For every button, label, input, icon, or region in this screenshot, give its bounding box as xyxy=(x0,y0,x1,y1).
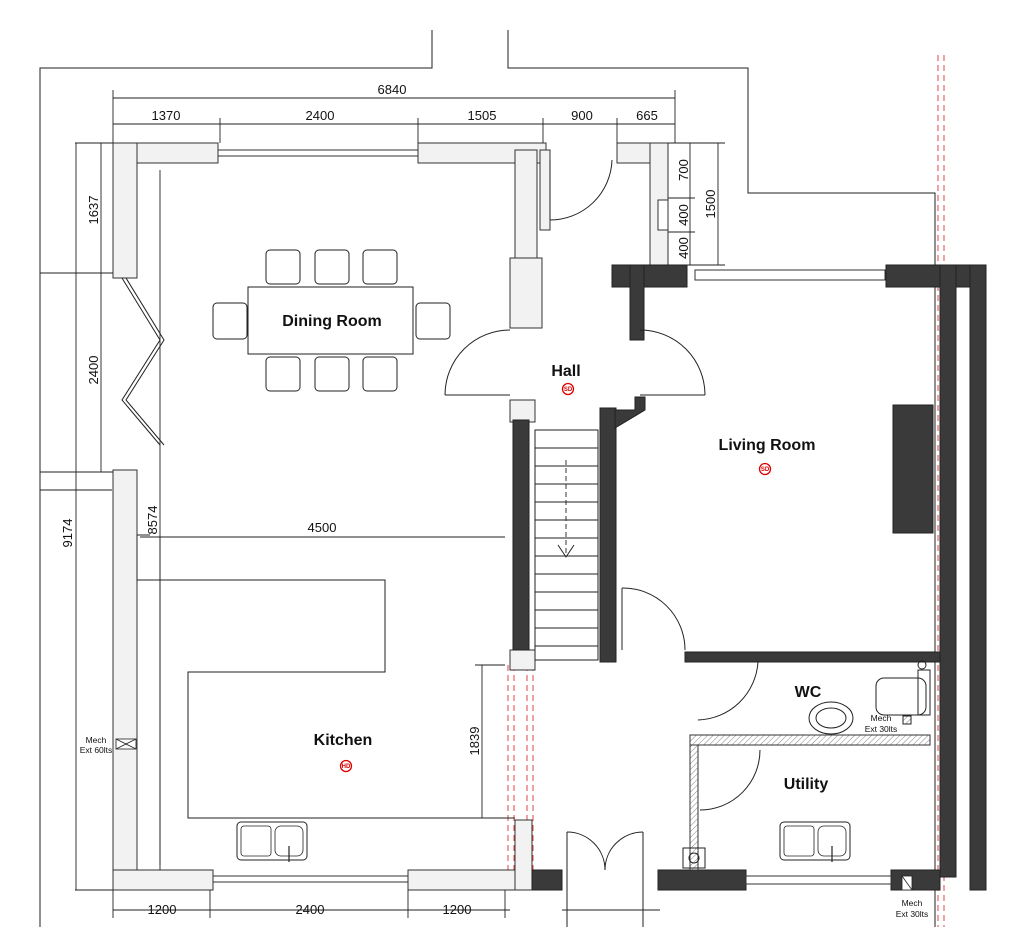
smoke-detector-label: SD xyxy=(761,467,770,473)
smoke-detector-icon: SD xyxy=(758,462,772,476)
dim-top-seg-5: 665 xyxy=(636,108,658,123)
extension-walls xyxy=(112,142,669,891)
dim-overall-width: 6840 xyxy=(378,82,407,97)
room-label-hall: Hall xyxy=(551,363,580,380)
dining-furniture xyxy=(212,249,451,392)
room-label-dining: Dining Room xyxy=(282,313,382,330)
mech-left-line1: Mech xyxy=(86,735,107,745)
dim-left-9174: 9174 xyxy=(60,519,75,548)
dim-left-8574: 8574 xyxy=(145,506,160,535)
dim-right-400b: 400 xyxy=(676,237,691,259)
dim-top-seg-2: 2400 xyxy=(306,108,335,123)
dim-kitchen-width: 4500 xyxy=(308,520,337,535)
room-label-wc: WC xyxy=(795,684,822,701)
mech-wc-line2: Ext 30lts xyxy=(865,724,898,734)
dim-right-1500: 1500 xyxy=(703,190,718,219)
dining-chair xyxy=(314,356,350,392)
dim-right-700: 700 xyxy=(676,159,691,181)
sink-outline xyxy=(779,821,851,861)
utility-sink xyxy=(779,821,851,862)
smoke-detector-label: SD xyxy=(564,387,573,393)
mech-extract-left: Mech Ext 60lts xyxy=(80,735,137,755)
dining-chair xyxy=(362,249,398,285)
dim-island: 1839 xyxy=(467,727,482,756)
mech-left-line2: Ext 60lts xyxy=(80,745,113,755)
mech-right-line1: Mech xyxy=(902,898,923,908)
dim-top-seg-3: 1505 xyxy=(468,108,497,123)
dim-left-2400: 2400 xyxy=(86,356,101,385)
mech-extract-wc: Mech Ext 30lts xyxy=(865,713,898,734)
dining-chair xyxy=(265,249,301,285)
staircase xyxy=(534,429,599,661)
bifold-door xyxy=(121,277,165,446)
sink-drainer xyxy=(783,825,815,857)
smoke-detector-icon: SD xyxy=(561,382,575,396)
mech-extract-right: Mech Ext 30lts xyxy=(896,875,929,919)
room-label-living: Living Room xyxy=(719,437,816,454)
kitchen-units xyxy=(136,534,515,865)
dim-bottom-seg-3: 1200 xyxy=(443,902,472,917)
dining-chair xyxy=(265,356,301,392)
doors xyxy=(444,159,761,927)
wc-fittings xyxy=(682,660,931,869)
dining-chair xyxy=(362,356,398,392)
dim-bottom-seg-1: 1200 xyxy=(148,902,177,917)
dim-top-seg-4: 900 xyxy=(571,108,593,123)
sink-drainer xyxy=(240,825,272,857)
party-wall-lines xyxy=(507,55,945,927)
dining-chair xyxy=(415,302,451,340)
dim-left-1637: 1637 xyxy=(86,196,101,225)
room-label-utility: Utility xyxy=(784,776,829,793)
heat-detector-icon: HD xyxy=(339,759,353,773)
main-walls xyxy=(512,264,987,891)
dim-bottom-seg-2: 2400 xyxy=(296,902,325,917)
dim-top-seg-1: 1370 xyxy=(152,108,181,123)
mech-right-line2: Ext 30lts xyxy=(896,909,929,919)
dim-right-400a: 400 xyxy=(676,204,691,226)
room-label-kitchen: Kitchen xyxy=(314,732,373,749)
dimension-lines xyxy=(75,90,725,918)
dining-chair xyxy=(212,302,248,340)
heat-detector-label: HD xyxy=(342,764,351,770)
kitchen-sink xyxy=(236,821,308,862)
mech-wc-line1: Mech xyxy=(871,713,892,723)
sink-outline xyxy=(236,821,308,861)
dining-chair xyxy=(314,249,350,285)
